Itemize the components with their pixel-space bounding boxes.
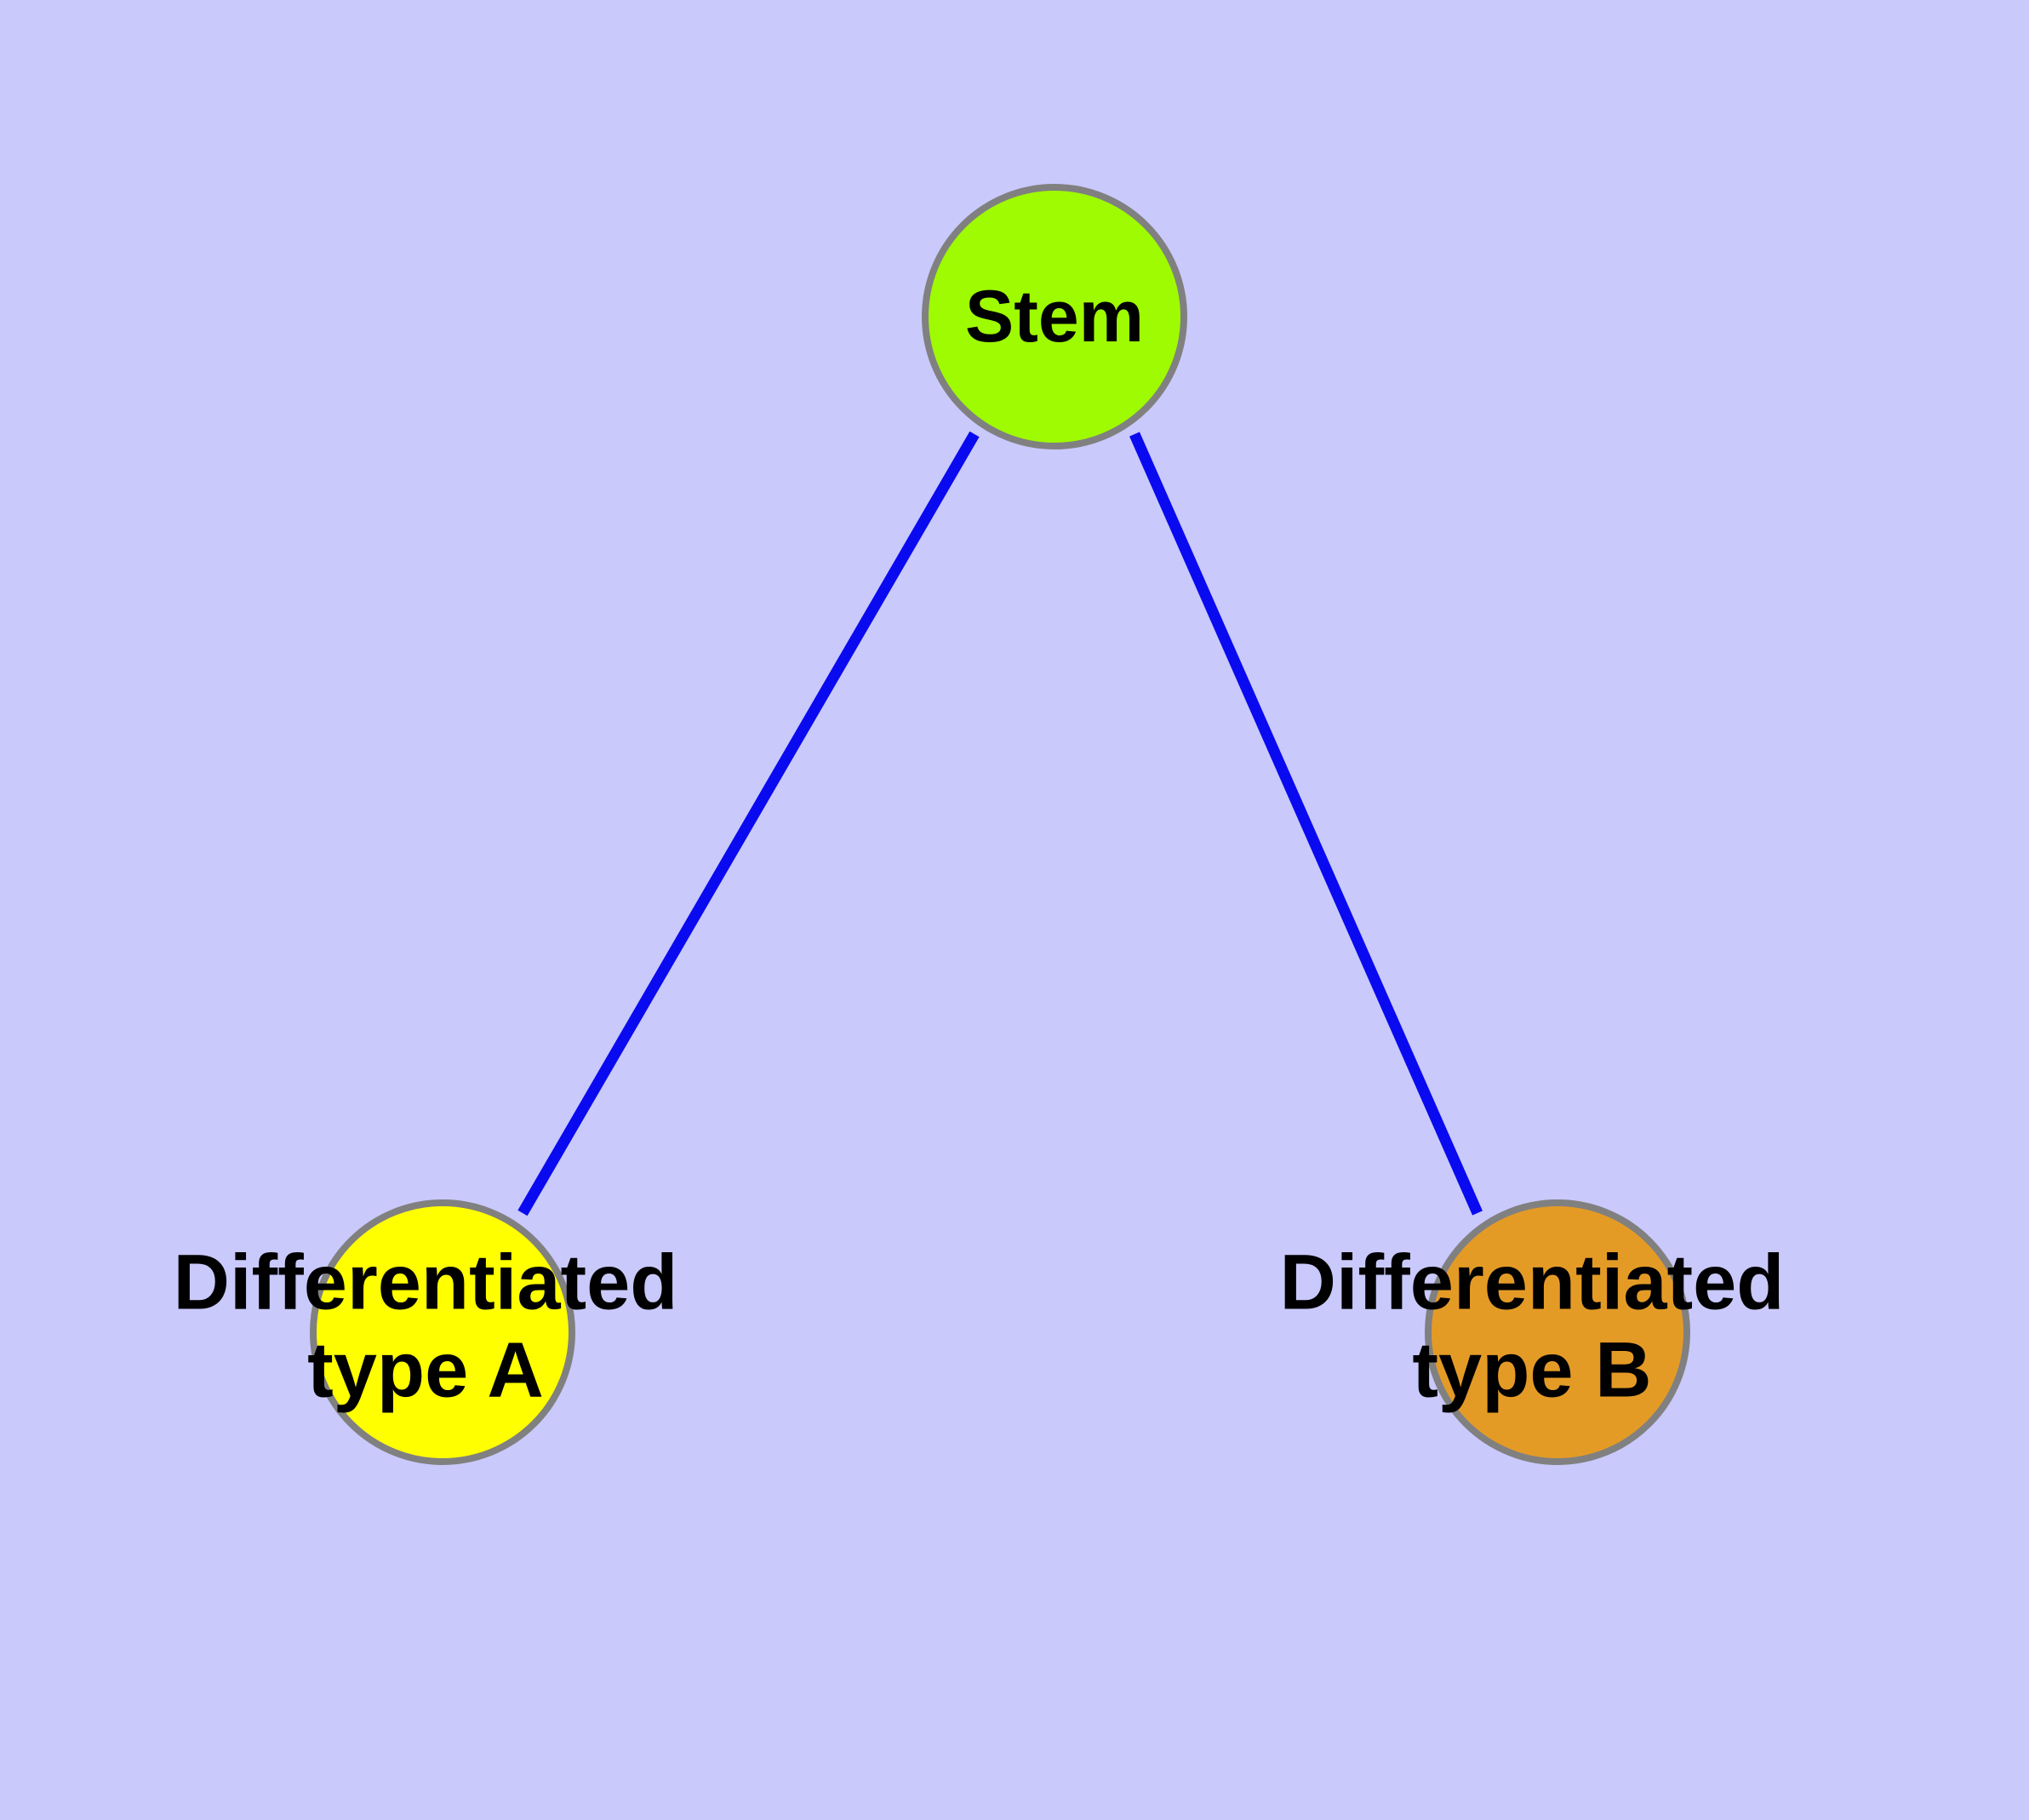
node-label-line: type A — [307, 1327, 544, 1414]
graph-node-diff_a[interactable] — [310, 1199, 575, 1465]
graph-node-stem[interactable] — [922, 184, 1187, 449]
graph-edge-stem-to-b[interactable] — [1129, 432, 1483, 1216]
node-label-stem: Stem — [965, 276, 1144, 358]
node-label-line: type B — [1412, 1327, 1651, 1414]
node-label-line: Stem — [965, 276, 1144, 358]
nodes-layer — [310, 184, 1690, 1465]
graph-node-diff_b[interactable] — [1425, 1199, 1690, 1465]
edges-layer — [517, 431, 1483, 1216]
node-label-line: Differentiated — [174, 1239, 678, 1326]
graph-edge-stem-to-a[interactable] — [517, 431, 980, 1216]
node-label-line: Differentiated — [1280, 1239, 1785, 1326]
